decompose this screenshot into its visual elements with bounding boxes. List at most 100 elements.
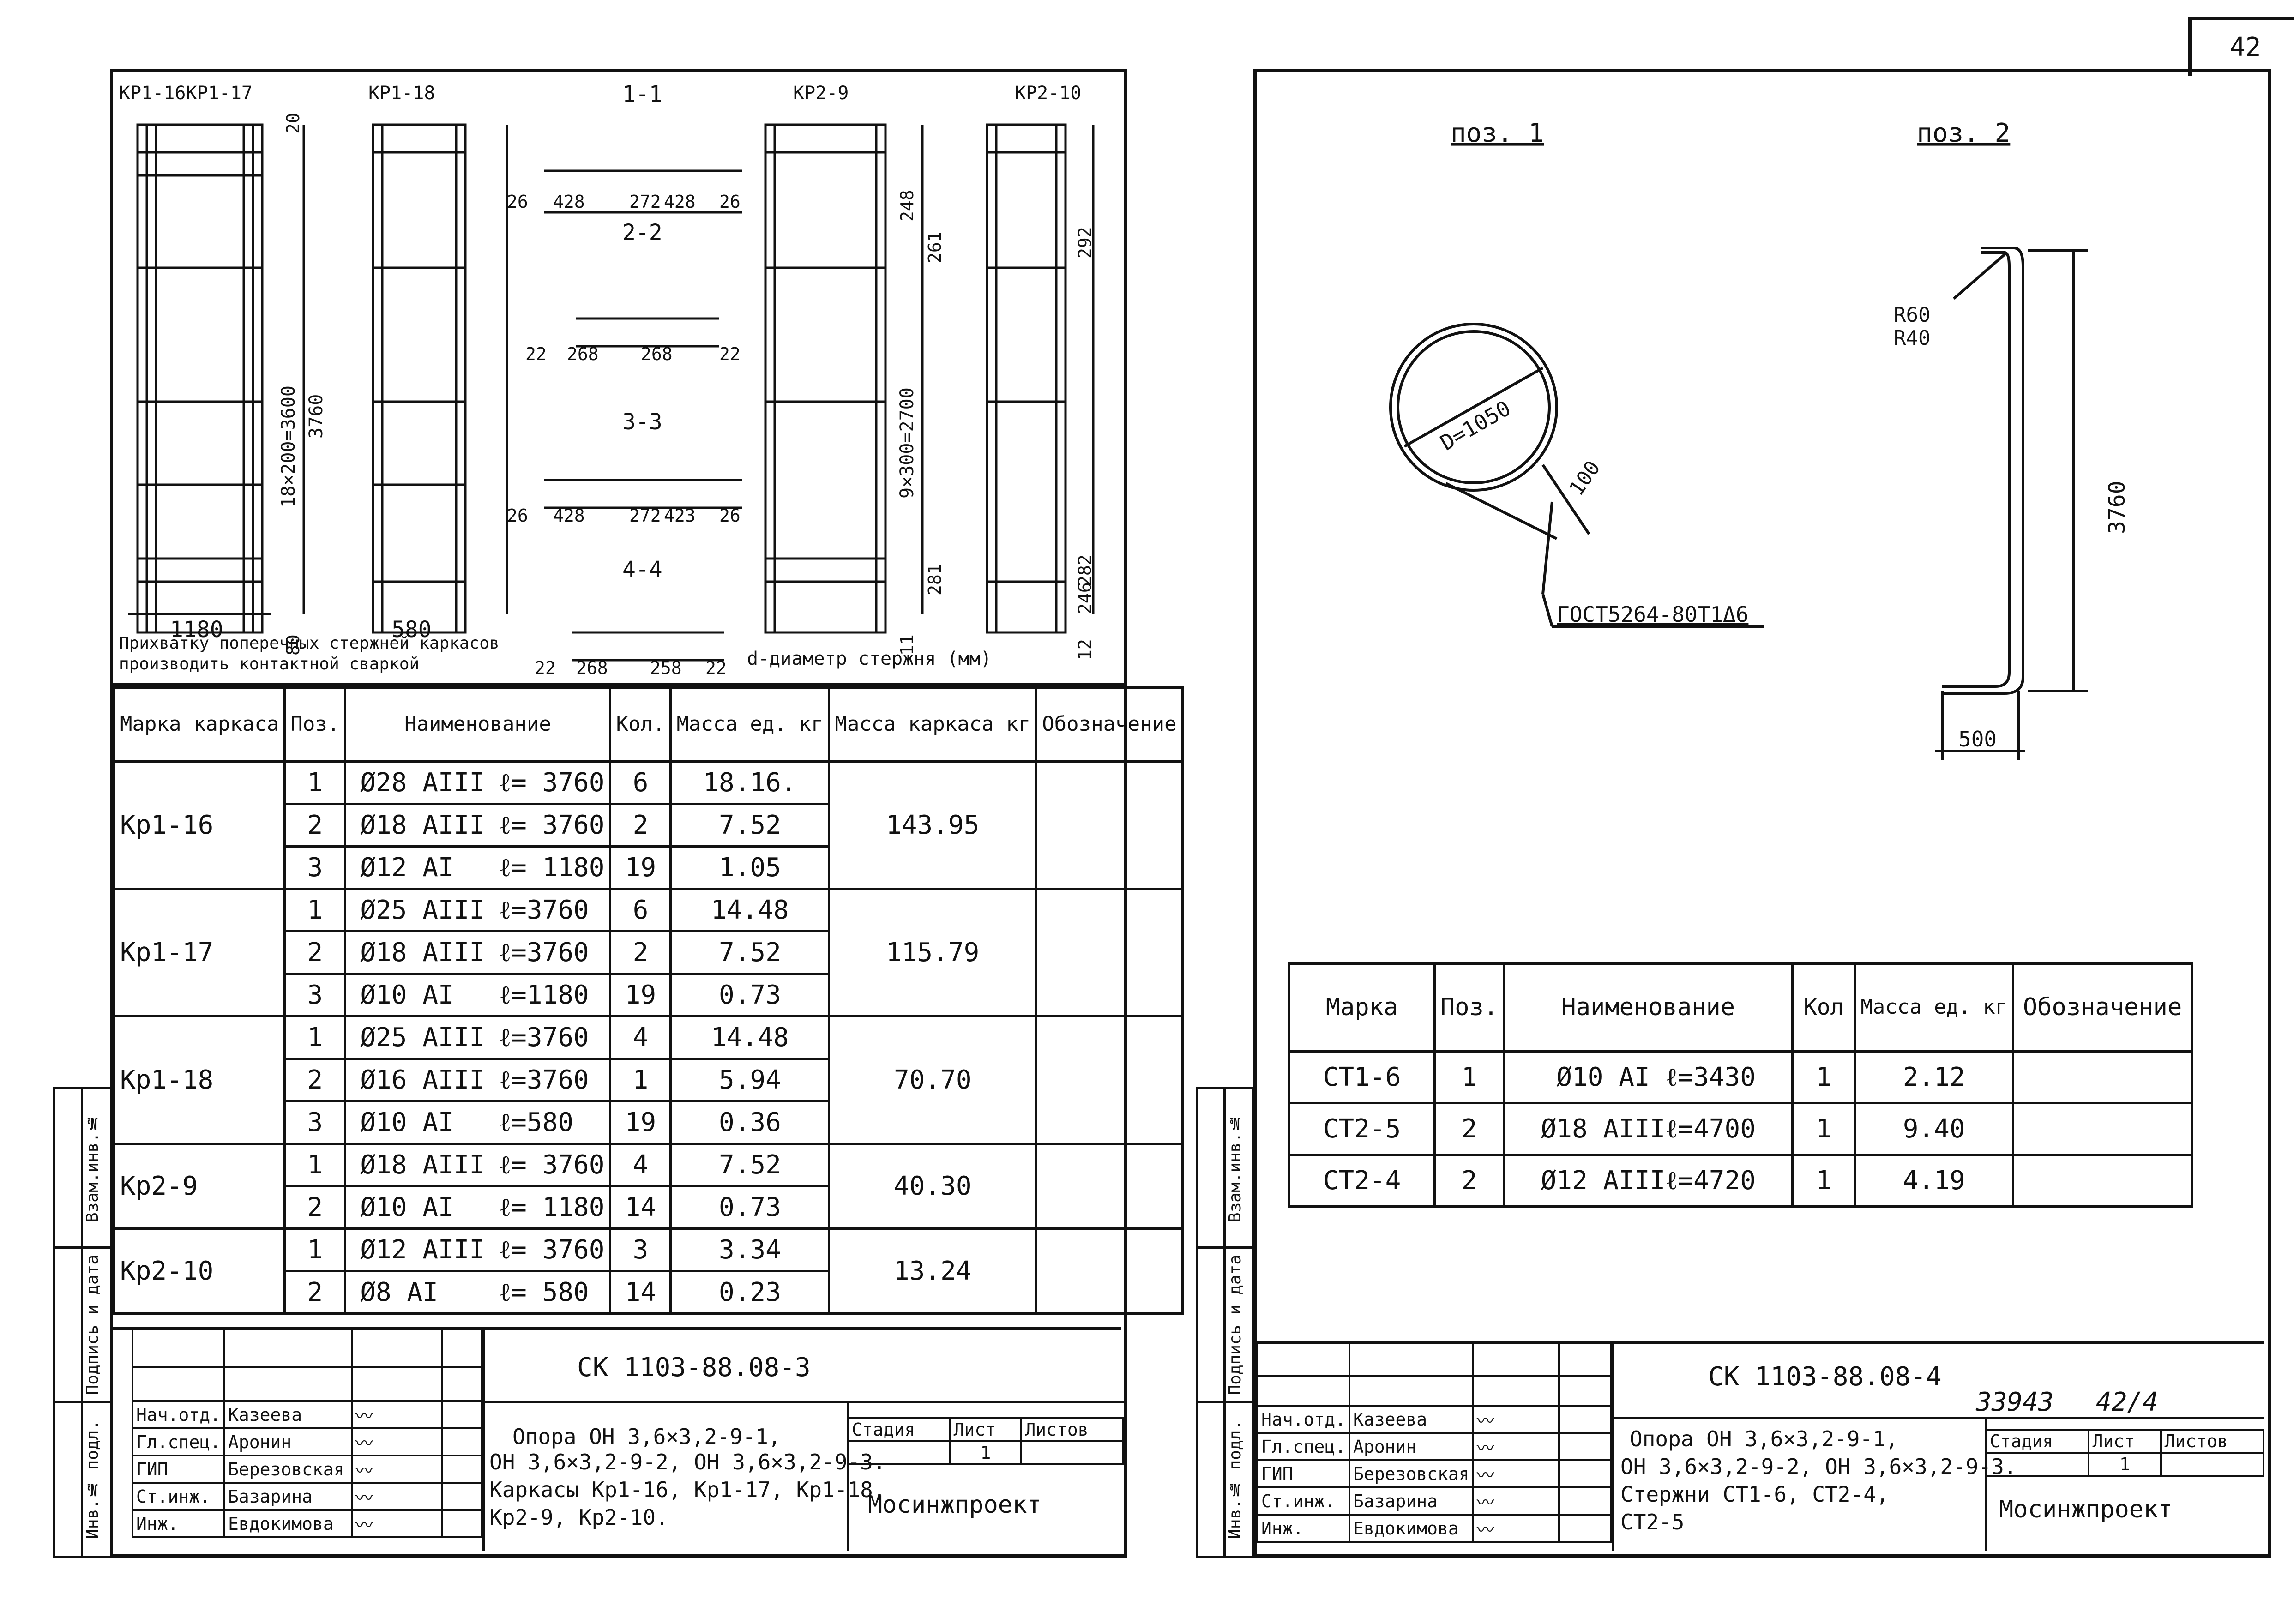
rebar-length: ℓ=580 — [499, 1107, 574, 1137]
cell-pos: 2 — [283, 930, 347, 975]
frame-dim: 12 — [1075, 639, 1095, 660]
cell-pos: 3 — [283, 973, 347, 1017]
cell-qty: 4 — [609, 1015, 672, 1060]
cell-pos: 1 — [283, 888, 347, 932]
role: Инж. — [1256, 1514, 1351, 1543]
rebar-type: Ø25 АIII — [360, 895, 485, 925]
name: Казеева — [1349, 1405, 1474, 1434]
rebar-length: ℓ=3760 — [499, 1065, 589, 1095]
section-dim: 26 — [719, 192, 741, 212]
pos1-standard: ГОСТ5264-80Т1Δ6 — [1557, 602, 1748, 627]
pos2-label: поз. 2 — [1917, 118, 2010, 148]
frame-label: КР2-10 — [1015, 83, 1082, 104]
section-dim: 428 — [553, 505, 585, 526]
cell-pos: 3 — [283, 845, 347, 890]
frame-dim: 20 — [283, 113, 303, 134]
rebar-length: ℓ= 1180 — [499, 1192, 605, 1222]
rebar-type: Ø10 АI — [360, 1192, 454, 1222]
rebar-length: ℓ=3760 — [499, 938, 589, 968]
role: ГИП — [131, 1455, 226, 1484]
section-dim: 26 — [507, 192, 528, 212]
cell-name: Ø18 АIIIℓ=4700 — [1503, 1102, 1794, 1156]
sheet-value: 1 — [2088, 1452, 2162, 1477]
cell-total-mass: 70.70 — [828, 1015, 1038, 1145]
frame-dim: 580 — [391, 617, 432, 643]
frame-dim: 281 — [925, 564, 945, 595]
cell-unit-mass: 2.12 — [1854, 1050, 2015, 1104]
right-desc-line-3: Стержни СТ1-6, СТ2-4, — [1620, 1482, 1889, 1507]
cell-total-mass: 115.79 — [828, 888, 1038, 1017]
right-org: Мосинжпроект — [1999, 1496, 2173, 1523]
rebar-length: ℓ= 3760 — [499, 810, 605, 840]
cell-designation — [2012, 1050, 2193, 1104]
left-side-stamp: Взам.инв.№ Подпись и дата Инв.№ подл. — [53, 1087, 113, 1558]
cell-pos: 3 — [283, 1100, 347, 1145]
left-desc-line-4: Кр2-9, Кр2-10. — [489, 1505, 668, 1530]
right-title-block — [1257, 1341, 2264, 1554]
col-mark: Марка каркаса — [113, 686, 286, 763]
cell-designation — [1035, 888, 1184, 1017]
rebar-length: ℓ= 3760 — [499, 1150, 605, 1180]
pos2-width: 500 — [1958, 727, 1997, 752]
cell-qty: 1 — [1791, 1050, 1856, 1104]
cell-unit-mass: 7.52 — [669, 803, 831, 848]
cell-name: Ø12 АIII ℓ= 3760 — [344, 1227, 612, 1272]
cell-unit-mass: 0.73 — [669, 1185, 831, 1230]
col-total-mass: Масса каркаса кг — [828, 686, 1038, 763]
pos1-label: поз. 1 — [1451, 118, 1544, 148]
section-dim: 272 — [629, 505, 661, 526]
col-unit-mass: Масса ед. кг — [1854, 962, 2015, 1053]
right-sheet — [1253, 69, 2271, 1558]
right-spec-table: Марка Поз. Наименование Кол Масса ед. кг… — [1288, 962, 2193, 1208]
rebar-length: ℓ=3760 — [499, 895, 589, 925]
frame-dim: 248 — [897, 190, 917, 222]
section-dim: 268 — [641, 344, 673, 364]
sheet-value: 1 — [949, 1440, 1023, 1465]
cell-qty: 19 — [609, 973, 672, 1017]
cell-unit-mass: 1.05 — [669, 845, 831, 890]
frame-dim: 9×300=2700 — [897, 387, 918, 499]
cell-qty: 3 — [609, 1227, 672, 1272]
cell-unit-mass: 0.36 — [669, 1100, 831, 1145]
frame-label: КР2-9 — [793, 83, 849, 104]
cell-qty: 2 — [609, 930, 672, 975]
col-name: Наименование — [344, 686, 612, 763]
sheet-label: Лист — [2088, 1429, 2162, 1454]
section-dim: 428 — [664, 192, 696, 212]
name: Евдокимова — [223, 1509, 353, 1538]
rebar-length: ℓ= 3760 — [499, 1235, 605, 1265]
cell-mark: Кр1-18 — [113, 1015, 286, 1145]
pos2-r2: R40 — [1894, 326, 1930, 350]
cell-mark: СТ1-6 — [1288, 1050, 1436, 1104]
cell-pos: 2 — [1433, 1102, 1505, 1156]
pos2-height: 3760 — [2104, 481, 2130, 534]
frame-dim: 3760 — [306, 394, 327, 439]
rebar-type: Ø12 АIII — [360, 1235, 485, 1265]
cell-unit-mass: 4.19 — [1854, 1154, 2015, 1208]
section-dim: 272 — [629, 192, 661, 212]
left-spec-table: Марка каркаса Поз. Наименование Кол. Мас… — [113, 686, 1184, 1315]
role: Нач.отд. — [131, 1400, 226, 1429]
sheet-label: Лист — [949, 1417, 1023, 1442]
section-dim: 268 — [576, 658, 608, 678]
cell-total-mass: 40.30 — [828, 1143, 1038, 1230]
right-side-stamp: Взам.инв.№ Подпись и дата Инв.№ подл. — [1196, 1087, 1255, 1558]
left-title-block — [113, 1327, 1121, 1554]
note-line-3: d-диаметр стержня (мм) — [747, 648, 992, 669]
role: Нач.отд. — [1256, 1405, 1351, 1434]
cell-total-mass: 143.95 — [828, 760, 1038, 890]
side-stamp-item: Взам.инв.№ — [83, 1113, 102, 1223]
section-dim: 22 — [705, 658, 727, 678]
